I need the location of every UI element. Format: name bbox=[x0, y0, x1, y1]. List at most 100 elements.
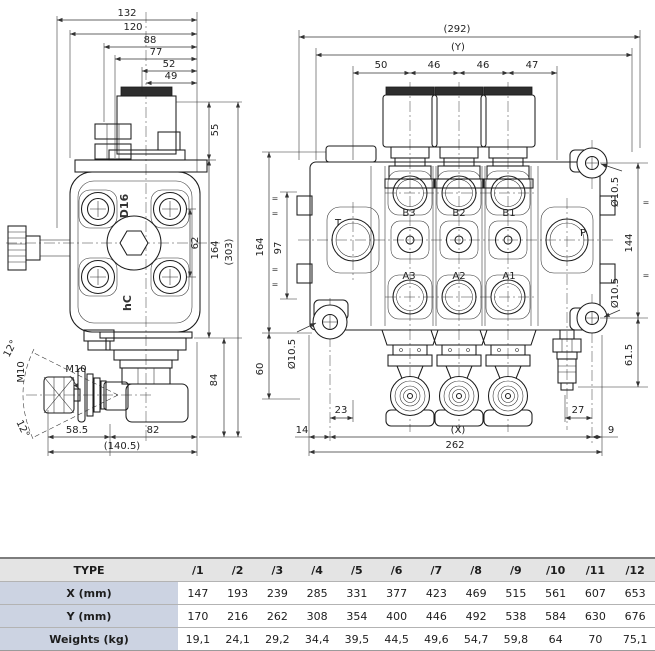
value-cell: 423 bbox=[416, 581, 457, 605]
table-row-x: X (mm) 147 193 239 285 331 377 423 469 5… bbox=[0, 581, 655, 605]
value-cell: 39,5 bbox=[337, 627, 377, 651]
dim-dia-left: Ø10.5 bbox=[286, 339, 298, 369]
bolt-bottom-left bbox=[80, 259, 116, 295]
bolt-top-left bbox=[80, 191, 116, 227]
value-cell: 561 bbox=[535, 581, 576, 605]
value-cell: 75,1 bbox=[615, 627, 655, 651]
dim-58-5: 58.5 bbox=[66, 425, 88, 436]
knob-assembly-1 bbox=[381, 329, 439, 427]
bolt-bottom-right bbox=[152, 259, 188, 295]
label-m10-dia: M10 bbox=[16, 361, 27, 382]
solenoid-2 bbox=[431, 86, 487, 189]
left-view-centerlines bbox=[6, 12, 220, 444]
value-cell: 377 bbox=[376, 581, 417, 605]
port-label-t: T bbox=[334, 218, 342, 229]
value-cell: 59,8 bbox=[496, 627, 536, 651]
right-view-ports: T P B3 B2 B1 A3 A2 A1 bbox=[326, 170, 594, 320]
dim-14: 14 bbox=[296, 425, 309, 436]
table-row-y: Y (mm) 170 216 262 308 354 400 446 492 5… bbox=[0, 604, 655, 628]
port-label-b1: B1 bbox=[502, 208, 515, 219]
right-view: T P B3 B2 B1 A3 A2 A1 bbox=[255, 24, 649, 456]
surface-finish-mark: = bbox=[272, 194, 279, 203]
right-view-dimensions-bottom: 23 27 14 (X) 9 262 bbox=[295, 335, 618, 456]
row-label-weights: Weights (kg) bbox=[0, 627, 178, 651]
port-label-p: P bbox=[580, 228, 586, 239]
value-cell: 584 bbox=[535, 604, 576, 628]
value-cell: 262 bbox=[257, 604, 298, 628]
value-cell: 308 bbox=[297, 604, 337, 628]
surface-finish-mark: = bbox=[272, 209, 279, 218]
table-header-type: TYPE bbox=[0, 557, 178, 582]
value-cell: 400 bbox=[376, 604, 417, 628]
table-header-cell: /5 bbox=[337, 557, 377, 582]
value-cell: 24,1 bbox=[217, 627, 258, 651]
left-view-dimensions-bottom: 58.5 82 (140.5) bbox=[47, 342, 198, 456]
surface-finish-mark: = bbox=[643, 198, 650, 207]
right-view-relief-valve bbox=[552, 329, 582, 391]
dim-46b: 46 bbox=[477, 60, 490, 71]
value-cell: 147 bbox=[178, 581, 218, 605]
dim-144: 144 bbox=[624, 233, 635, 252]
left-view-side-fittings bbox=[83, 329, 115, 351]
cast-text-hc: hC bbox=[121, 295, 134, 311]
dim-61-5: 61.5 bbox=[624, 344, 635, 366]
surface-finish-mark: = bbox=[272, 265, 279, 274]
table-header-cell: /9 bbox=[496, 557, 536, 582]
right-view-dimensions-top: (292) (Y) 50 46 46 47 bbox=[298, 24, 641, 160]
row-label-x: X (mm) bbox=[0, 581, 178, 605]
value-cell: 70 bbox=[575, 627, 616, 651]
surface-finish-mark: = bbox=[272, 280, 279, 289]
surface-finish-mark: = bbox=[643, 271, 650, 280]
dim-97: 97 bbox=[273, 242, 284, 255]
value-cell: 607 bbox=[575, 581, 616, 605]
left-view-dimensions-top: 132 120 88 77 52 49 bbox=[56, 8, 198, 228]
section-ports-3 bbox=[485, 170, 531, 320]
table-header-cell: /12 bbox=[615, 557, 655, 582]
dimension-table: TYPE /1 /2 /3 /4 /5 /6 /7 /8 /9 /10 /11 … bbox=[0, 557, 655, 651]
dim-120: 120 bbox=[123, 22, 142, 33]
left-view-lever bbox=[22, 348, 119, 442]
value-cell: 630 bbox=[575, 604, 616, 628]
value-cell: 331 bbox=[337, 581, 377, 605]
dim-132: 132 bbox=[117, 8, 136, 19]
right-view-dimensions-right: Ø10.5 144 Ø10.5 61.5 = = bbox=[578, 162, 650, 388]
value-cell: 653 bbox=[615, 581, 655, 605]
value-cell: 538 bbox=[496, 604, 536, 628]
value-cell: 19,1 bbox=[178, 627, 218, 651]
dim-88: 88 bbox=[144, 35, 157, 46]
dim-164-left-view: 164 bbox=[210, 240, 221, 259]
table-header-cell: /7 bbox=[416, 557, 457, 582]
dim-52: 52 bbox=[163, 59, 176, 70]
value-cell: 193 bbox=[217, 581, 258, 605]
value-cell: 54,7 bbox=[456, 627, 496, 651]
value-cell: 239 bbox=[257, 581, 298, 605]
knob-assembly-2 bbox=[430, 329, 488, 427]
value-cell: 285 bbox=[297, 581, 337, 605]
table-header-cell: /1 bbox=[178, 557, 218, 582]
value-cell: 170 bbox=[178, 604, 218, 628]
drawing-canvas: D16 hC bbox=[2, 8, 649, 456]
dim-82: 82 bbox=[147, 425, 160, 436]
value-cell: 469 bbox=[456, 581, 496, 605]
left-view-dimensions-right: 55 164 84 (303) 62 bbox=[176, 101, 242, 438]
left-view-solenoid bbox=[74, 86, 208, 173]
dim-77: 77 bbox=[150, 47, 163, 58]
solenoid-3 bbox=[480, 86, 536, 189]
dim-262: 262 bbox=[445, 440, 464, 451]
port-label-b3: B3 bbox=[402, 208, 415, 219]
port-label-a3: A3 bbox=[402, 271, 415, 282]
value-cell: 446 bbox=[416, 604, 457, 628]
solenoid-1 bbox=[382, 86, 438, 189]
dim-292: (292) bbox=[444, 24, 471, 35]
left-view-bottom-stack bbox=[103, 337, 189, 423]
right-view-mounting-ears bbox=[312, 147, 608, 340]
dim-x: (X) bbox=[451, 425, 466, 436]
table-header-cell: /6 bbox=[376, 557, 417, 582]
value-cell: 515 bbox=[496, 581, 536, 605]
section-ports-1 bbox=[387, 170, 433, 320]
table-header-cell: /11 bbox=[575, 557, 616, 582]
table-header-cell: /4 bbox=[297, 557, 337, 582]
value-cell: 49,6 bbox=[416, 627, 457, 651]
dim-50: 50 bbox=[375, 60, 388, 71]
bolt-top-right bbox=[152, 191, 188, 227]
